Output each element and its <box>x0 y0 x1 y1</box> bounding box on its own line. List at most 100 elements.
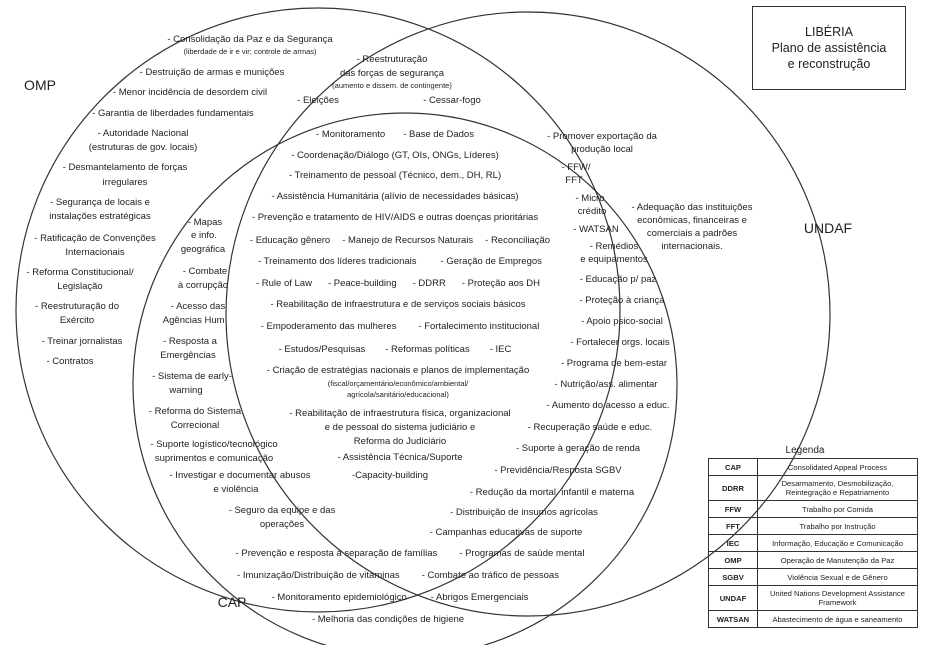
item: - IEC <box>489 344 512 355</box>
omp-circle <box>15 7 621 613</box>
item: Internacionais <box>65 247 125 258</box>
item: - Prevenção e resposta à separação de fa… <box>235 548 438 559</box>
undaf-circle <box>225 11 831 617</box>
item: - Treinamento de pessoal (Técnico, dem.,… <box>288 170 502 181</box>
item: - Prevenção e tratamento de HIV/AIDS e o… <box>251 212 539 223</box>
item: - Garantia de liberdades fundamentais <box>92 108 254 119</box>
item-row: - Rule of Law - Peace-building - DDRR - … <box>256 278 540 290</box>
item: - Melhoria das condições de higiene <box>311 614 465 625</box>
item: - Investigar e documentar abusos <box>169 470 311 481</box>
item: - Suporte logístico/tecnológico <box>150 439 278 450</box>
legend-value: Abastecimento de água e saneamento <box>757 610 918 628</box>
item: Reforma do Judiciário <box>353 436 447 447</box>
item: - Assistência Humanitária (alívio de nec… <box>271 191 519 202</box>
item: internacionais. <box>661 241 723 252</box>
item: suprimentos e comunicação <box>154 453 274 464</box>
item: Legislação <box>57 281 103 292</box>
legend-title: Legenda <box>785 445 825 456</box>
item: - Sistema de early- <box>152 371 232 382</box>
item: - Combate ao tráfico de pessoas <box>421 570 559 581</box>
item: - Proteção aos DH <box>461 278 541 289</box>
legend-value: Consolidated Appeal Process <box>757 458 918 476</box>
legend-key: FFW <box>708 500 758 518</box>
legend-key: WATSAN <box>708 610 758 628</box>
item: - Reforma Constitucional/ <box>26 267 134 278</box>
item: - Proteção à criança <box>579 295 665 306</box>
item: - DDRR <box>412 278 446 289</box>
legend-key: UNDAF <box>708 585 758 611</box>
legend-value: Violência Sexual e de Gênero <box>757 568 918 586</box>
item: - Monitoramento epidemiológico <box>271 592 407 603</box>
item-row: - Monitoramento epidemiológico - Abrigos… <box>272 592 529 604</box>
item: - Reabilitação de infraestrutura física,… <box>289 408 511 419</box>
item: - Menor incidência de desordem civil <box>112 87 268 98</box>
item: - Reconciliação <box>485 235 551 246</box>
item: - Monitoramento <box>316 129 386 140</box>
undaf-label: UNDAF <box>803 220 853 236</box>
item: produção local <box>571 144 633 155</box>
item: warning <box>169 385 203 396</box>
item-row: - Treinamento dos líderes tradicionais -… <box>258 256 542 268</box>
item: - Mapas <box>187 217 223 228</box>
legend-key: FFT <box>708 517 758 535</box>
item: - Fortalecimento institucional <box>418 321 540 332</box>
item: - Autoridade Nacional <box>97 128 189 139</box>
legend-value: Desarmamento, Desmobilização, Reintegraç… <box>757 475 918 501</box>
item: - Reformas políticas <box>385 344 470 355</box>
item: - Empoderamento das mulheres <box>260 321 397 332</box>
item: - Coordenação/Diálogo (GT, OIs, ONGs, Lí… <box>291 150 499 161</box>
item: Correcional <box>170 420 220 431</box>
item: - Distribuição de insumos agrícolas <box>450 507 598 518</box>
item: FFT <box>565 175 583 186</box>
item: - Aumento do acesso a educ. <box>546 400 670 411</box>
legend-value: Operação de Manutenção da Paz <box>757 551 918 569</box>
item-note: agrícola/sanitário/educacional) <box>347 390 449 399</box>
title-line: e reconstrução <box>787 57 871 71</box>
item: - Ratificação de Convenções <box>34 233 156 244</box>
item: à corrupção <box>177 280 229 291</box>
cap-circle <box>132 112 678 645</box>
item-row: - Monitoramento - Base de Dados <box>316 129 474 141</box>
title-box: LIBÉRIA Plano de assistência e reconstru… <box>752 6 906 90</box>
item-row: - Educação gênero - Manejo de Recursos N… <box>250 235 550 247</box>
title-line: Plano de assistência <box>771 41 887 55</box>
item-note: (fiscal/orçamentário/econômico/ambiental… <box>327 379 469 388</box>
item: - Assistência Técnica/Suporte <box>337 452 463 463</box>
legend-key: CAP <box>708 458 758 476</box>
item: crédito <box>577 206 607 217</box>
item: - Rule of Law <box>255 278 312 289</box>
legend-key: DDRR <box>708 475 758 501</box>
item: - Treinar jornalistas <box>41 336 123 347</box>
item: - Consolidação da Paz e da Segurança <box>167 34 333 45</box>
item: Emergências <box>160 350 216 361</box>
item: e de pessoal do sistema judiciário e <box>324 422 476 433</box>
item: e info. <box>191 230 217 241</box>
item: comerciais a padrões <box>646 228 738 239</box>
item: geográfica <box>180 244 226 255</box>
item: - Apoio psico-social <box>581 316 663 327</box>
item: - Desmantelamento de forças <box>62 162 188 173</box>
item: - Treinamento dos líderes tradicionais <box>258 256 417 267</box>
item: - Fortalecer orgs. locais <box>570 337 670 348</box>
item: - Segurança de locais e <box>50 197 150 208</box>
item: - Criação de estratégias nacionais e pla… <box>266 365 530 376</box>
item: econômicas, financeiras e <box>637 215 747 226</box>
item-row: - Prevenção e resposta à separação de fa… <box>236 548 585 560</box>
item: - FFW/ <box>561 162 591 173</box>
item: irregulares <box>102 177 148 188</box>
item: -Capacity-building <box>351 470 429 481</box>
item: - Recuperação saúde e educ. <box>527 422 653 433</box>
item: - Manejo de Recursos Naturais <box>342 235 474 246</box>
legend-key: SGBV <box>708 568 758 586</box>
item: - Reforma do Sistema <box>148 406 242 417</box>
item: - Previdência/Resposta SGBV <box>494 465 622 476</box>
item: - Suporte à geração de renda <box>515 443 641 454</box>
item: Exército <box>59 315 95 326</box>
